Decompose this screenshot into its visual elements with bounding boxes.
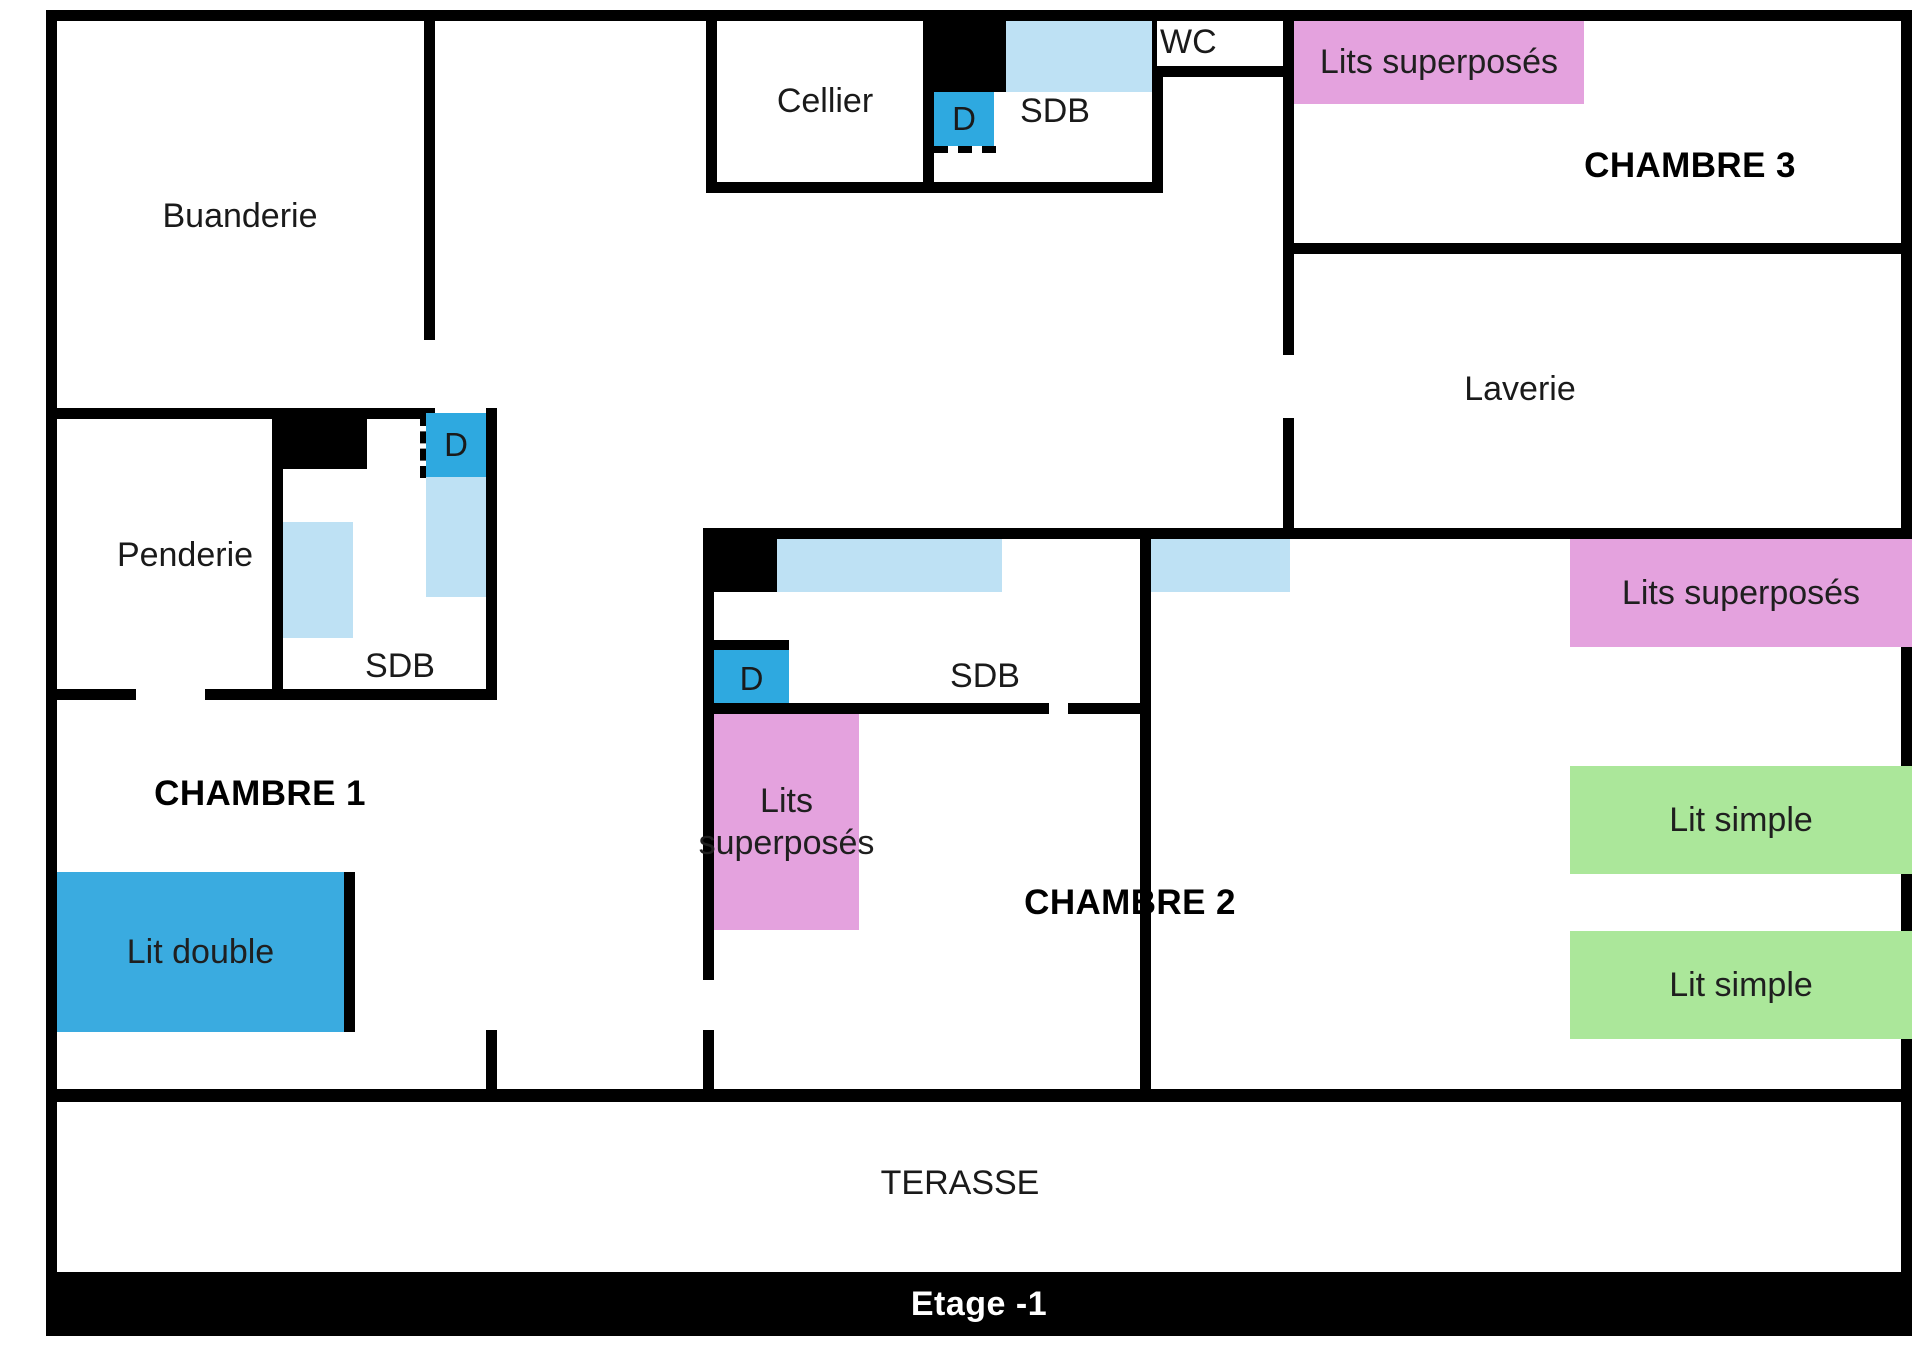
wall-stub-sdb-chambre1 bbox=[283, 413, 367, 469]
shower-door-sdb-cellier bbox=[934, 146, 996, 153]
wall-wc-left bbox=[1152, 21, 1157, 73]
wall-chambre2-right bbox=[1140, 528, 1151, 1100]
room-label-laverie: Laverie bbox=[1464, 370, 1576, 409]
bed-single-1: Lit simple bbox=[1570, 766, 1912, 874]
bed-bunk-chambre2: Lits superposés bbox=[699, 714, 874, 930]
wall-cellier-bottom bbox=[706, 182, 934, 193]
room-title-chambre2: CHAMBRE 2 bbox=[1024, 883, 1236, 922]
wall-stub-sdb-cellier bbox=[934, 21, 1006, 92]
wall-sdb-chambre2-left bbox=[703, 528, 714, 980]
wall-stub-sdb-chambre2 bbox=[703, 528, 777, 592]
wall-penderie-right bbox=[272, 413, 283, 700]
wall-sdb-cellier-right bbox=[1152, 72, 1163, 193]
wall-penderie-bottom2 bbox=[205, 689, 345, 700]
wall-cellier-left bbox=[706, 21, 717, 193]
bathtub-sdb-chambre1 bbox=[283, 522, 353, 638]
wall-buanderie-bottom bbox=[46, 408, 435, 419]
shower-sdb-chambre1: D bbox=[426, 413, 486, 477]
wall-corridor-vertical-upper bbox=[1283, 190, 1294, 355]
room-label-terasse: TERASSE bbox=[880, 1163, 1040, 1202]
shower-door-sdb-chambre1 bbox=[420, 414, 426, 478]
wall-corridor-vertical-lower bbox=[1283, 418, 1294, 528]
shower-sdb-cellier: D bbox=[934, 92, 994, 146]
wall-wc-bottom bbox=[1152, 66, 1288, 77]
wall-sdb-chambre2-bottom bbox=[703, 703, 1049, 714]
wall-chambre3-bottom bbox=[1283, 243, 1912, 254]
shower-sdb-chambre2: D bbox=[714, 650, 789, 707]
bathtub-sdb-cellier bbox=[1006, 21, 1152, 92]
bed-bunk-chambre3-top: Lits superposés bbox=[1294, 21, 1584, 104]
room-label-sdb-chambre2: SDB bbox=[950, 657, 1020, 696]
wall-mid-horizontal-right bbox=[1140, 528, 1912, 539]
room-label-penderie: Penderie bbox=[116, 536, 254, 575]
outer-wall-left bbox=[46, 10, 57, 1100]
wall-sdb-chambre1-bottom bbox=[345, 689, 497, 700]
wall-terrace-left bbox=[46, 1089, 57, 1272]
room-label-sdb-cellier: SDB bbox=[1020, 92, 1090, 131]
wall-chambre1-right-lower bbox=[486, 1030, 497, 1100]
floor-badge: Etage -1 bbox=[46, 1272, 1912, 1336]
wall-wc-right bbox=[1283, 21, 1294, 211]
room-label-cellier: Cellier bbox=[776, 82, 874, 121]
room-label-wc: WC bbox=[1160, 23, 1217, 62]
wall-terrace-right bbox=[1901, 1089, 1912, 1272]
bed-bunk-chambre3-lower: Lits superposés bbox=[1570, 539, 1912, 647]
wall-sdb-chambre2-bottom2 bbox=[1068, 703, 1140, 714]
outer-wall-top bbox=[46, 10, 1912, 21]
room-title-chambre3: CHAMBRE 3 bbox=[1584, 146, 1796, 185]
room-title-chambre1: CHAMBRE 1 bbox=[154, 774, 366, 813]
room-label-buanderie: Buanderie bbox=[162, 197, 318, 236]
wall-sdb-chambre2-top bbox=[777, 528, 1140, 539]
room-label-sdb-chambre1: SDB bbox=[365, 647, 435, 686]
wall-chambre1-bed-edge bbox=[344, 872, 355, 1032]
sink-chambre2-right bbox=[1140, 539, 1290, 592]
wall-terrace-top bbox=[46, 1089, 1912, 1102]
wall-chambre2-left-lower bbox=[703, 1030, 714, 1100]
sink-sdb-chambre1 bbox=[426, 477, 486, 597]
shower-door-sdb-chambre2 bbox=[706, 650, 712, 705]
bed-double-chambre1: Lit double bbox=[57, 872, 344, 1032]
wall-sdb-cellier-bottom bbox=[923, 182, 1163, 193]
wall-penderie-bottom bbox=[46, 689, 136, 700]
wall-shower-top-chambre2 bbox=[709, 640, 789, 650]
bed-single-2: Lit simple bbox=[1570, 931, 1912, 1039]
wall-sdb-chambre1-right bbox=[486, 408, 497, 700]
wall-cellier-right bbox=[923, 21, 934, 193]
bathtub-sdb-chambre2 bbox=[777, 539, 1002, 592]
wall-buanderie-right bbox=[424, 10, 435, 340]
